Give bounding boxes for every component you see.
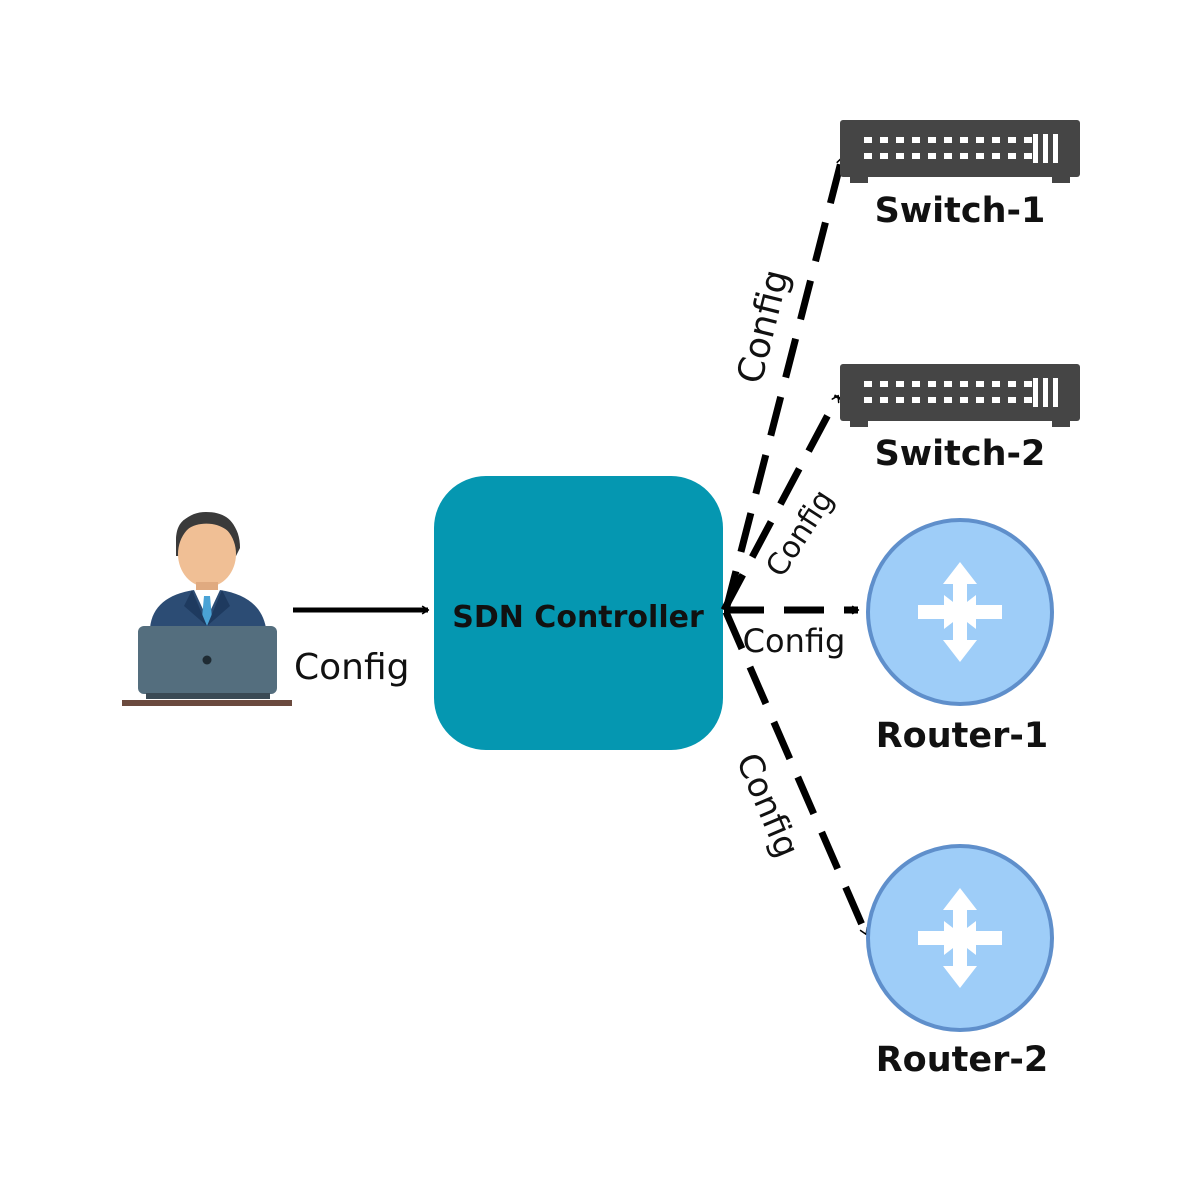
router1: Router-1 [866, 518, 1054, 756]
switch2-label: Switch-2 [875, 434, 1046, 474]
switch1-label: Switch-1 [875, 191, 1046, 231]
switch2-icon [840, 364, 1080, 427]
controller-box [434, 476, 723, 750]
switch1-icon [840, 120, 1080, 183]
switch1: Switch-1 [840, 120, 1080, 231]
edge-label-switch2: Config [759, 484, 841, 584]
controller-label: SDN Controller [452, 600, 704, 635]
edge-label-router2: Config [728, 747, 807, 863]
edge-label-admin: Config [294, 647, 410, 688]
sdn-controller: SDN Controller [434, 476, 723, 750]
config-arrows [720, 156, 870, 936]
router2: Router-2 [866, 844, 1054, 1080]
switch2: Switch-2 [840, 364, 1080, 474]
arrow-to-switch1 [722, 156, 846, 611]
administrator-icon [122, 512, 292, 706]
router2-icon [866, 844, 1054, 1032]
router1-label: Router-1 [876, 716, 1049, 756]
router1-icon [866, 518, 1054, 706]
router2-label: Router-2 [876, 1040, 1049, 1080]
edge-label-router1: Config [743, 622, 846, 660]
arrow-to-switch2 [720, 394, 842, 612]
